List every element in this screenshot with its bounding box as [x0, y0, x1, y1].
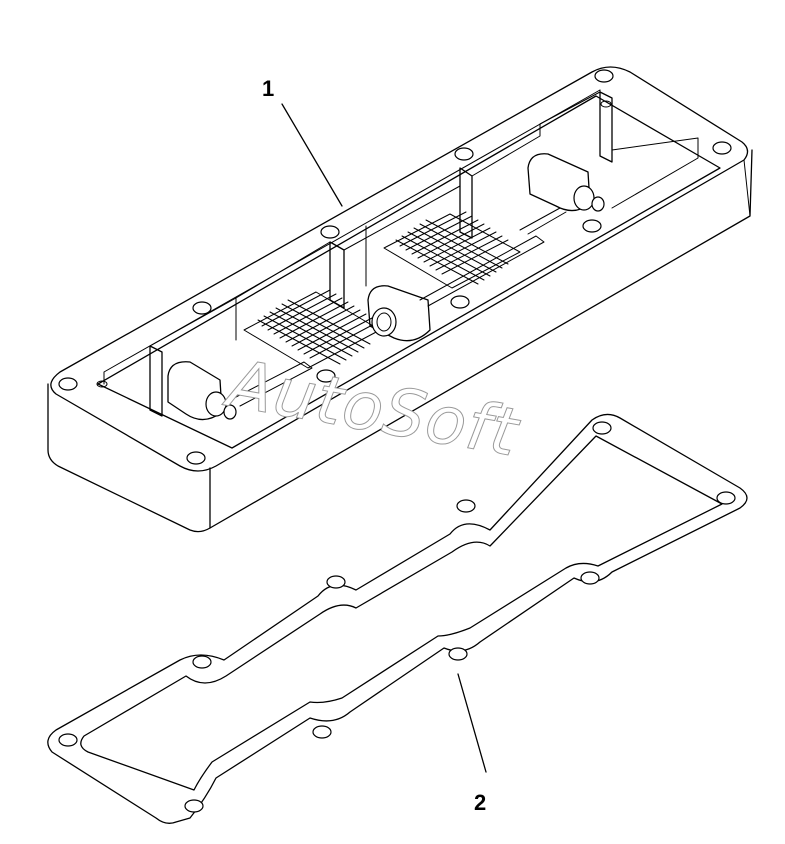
gasket-part-2: [47, 413, 748, 824]
right-coil: [383, 211, 521, 289]
housing-partitions: [149, 91, 699, 417]
callout-label-2: 2: [474, 790, 487, 815]
left-coil: [243, 289, 381, 369]
gasket-bolt-holes: [58, 421, 736, 813]
leader-line-1: [281, 103, 343, 207]
leader-line-2: [457, 673, 487, 773]
housing-part-1: [47, 66, 753, 533]
right-cylinder: [527, 153, 605, 212]
housing-bolt-holes: [58, 69, 732, 465]
callout-label-1: 1: [262, 76, 275, 101]
middle-cylinder: [367, 285, 431, 342]
left-cylinder: [167, 361, 237, 421]
